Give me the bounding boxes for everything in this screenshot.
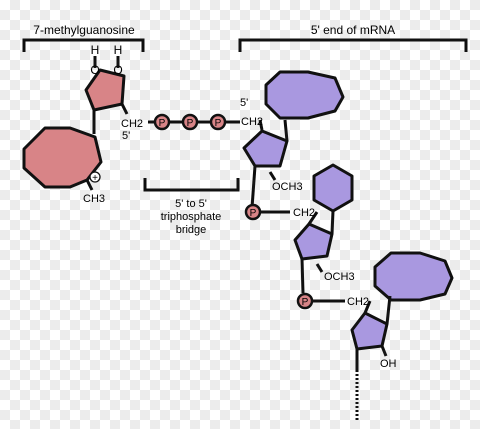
mrna-bracket [238,38,468,52]
phosphate-2-label: P [187,118,194,129]
cap-o-right: O [113,63,122,77]
mrna-five-prime: 5' [240,97,248,109]
sugar-1 [242,129,289,168]
base-3 [373,251,454,302]
phosphate-3-label: P [215,118,222,129]
och3-1: OCH3 [272,181,303,193]
och3-2: OCH3 [324,271,355,283]
oh-label: OH [380,358,397,370]
mrna-end-label: 5' end of mRNA [311,23,395,37]
sugar-2 [293,222,334,261]
cap-label: 7-methylguanosine [33,23,135,37]
cap-guanine-base [22,126,103,189]
cap-charge: + [92,173,98,184]
bridge-bracket [143,178,240,192]
phosphate-1 [153,113,171,131]
cap-methyl: CH3 [83,193,105,205]
bridge-label-line3: bridge [176,224,207,236]
phosphate-4-label: P [250,208,257,219]
cap-ch2: CH2 [121,118,143,130]
phosphate-3 [209,113,227,131]
base-1 [264,70,345,120]
phosphate-4 [244,203,262,221]
mrna-ch2-3: CH2 [347,296,369,308]
cap-o-left: O [90,63,99,77]
cap-ribose-ring [84,68,126,112]
base-2 [312,163,354,213]
positive-charge-icon [89,171,101,183]
bridge-label-line1: 5' to 5' [175,198,207,210]
phosphate-2 [181,113,199,131]
sugar-3 [350,311,389,351]
bridge-label-line2: triphosphate [161,211,222,223]
mrna-ch2-2: CH2 [293,207,315,219]
cap-h-right: H [114,43,123,57]
phosphate-5 [296,292,314,310]
phosphate-1-label: P [159,118,166,129]
cap-h-left: H [91,43,100,57]
cap-five-prime: 5' [122,130,130,142]
cap-bracket [22,38,145,52]
phosphate-5-label: P [302,297,309,308]
mrna-ch2-1: CH2 [241,116,263,128]
